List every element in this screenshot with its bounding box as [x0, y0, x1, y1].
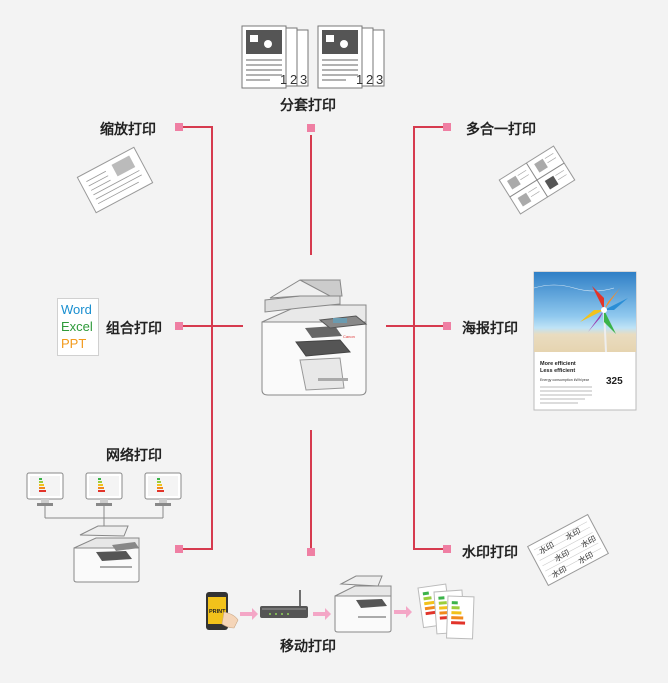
connector-right-bracket — [413, 126, 447, 550]
computer-2-icon — [85, 472, 123, 506]
label-watermark: 水印打印 — [462, 545, 518, 561]
node-nup — [443, 123, 451, 131]
collate-page-2: 2 — [290, 72, 297, 87]
printed-pages-icon — [417, 583, 475, 640]
network-print-icon — [26, 472, 182, 583]
router-icon — [260, 590, 308, 618]
label-collate: 分套打印 — [280, 98, 336, 114]
mobile-printer-icon — [334, 575, 392, 633]
network-printer-icon — [73, 525, 140, 583]
node-bottom — [307, 548, 315, 556]
office-apps-icon: Word Excel PPT — [57, 298, 99, 356]
label-mobile: 移动打印 — [280, 639, 336, 655]
node-poster — [443, 322, 451, 330]
label-nup: 多合一打印 — [466, 122, 536, 138]
phone-icon: PRINT — [206, 592, 239, 630]
poster-subtitle: Energy consumption kWh/year — [540, 378, 590, 382]
collate-set-1: 1 2 3 — [241, 25, 309, 89]
svg-text:Canon: Canon — [343, 334, 355, 339]
label-poster: 海报打印 — [462, 321, 518, 337]
connector-left-bracket — [180, 126, 213, 550]
app-excel: Excel — [61, 319, 93, 334]
node-watermark — [443, 545, 451, 553]
collate-set-2: 1 2 3 — [317, 25, 385, 89]
label-network: 网络打印 — [106, 448, 162, 464]
arrow-3 — [394, 606, 412, 618]
collate-page-1: 1 — [280, 72, 287, 87]
computer-3-icon — [144, 472, 182, 506]
nup-paper-icon — [498, 145, 576, 215]
poster-value: 325 — [606, 376, 623, 387]
collate-page-3: 3 — [300, 72, 307, 87]
computer-1-icon — [26, 472, 64, 506]
connector-lines — [180, 126, 447, 552]
arrow-1 — [240, 608, 258, 620]
collate-icon: 1 2 3 1 2 3 — [241, 25, 385, 89]
app-word: Word — [61, 302, 92, 317]
poster-headline-2: Less efficient — [540, 368, 575, 374]
phone-screen-text: PRINT — [209, 609, 226, 615]
mobile-print-flow: PRINT — [206, 575, 475, 640]
node-combine — [175, 322, 183, 330]
node-top — [307, 124, 315, 132]
label-reduce: 缩放打印 — [100, 122, 156, 138]
connector-nodes — [175, 123, 451, 556]
watermark-paper-icon: 水印 水印 水印 水印 水印 水印 — [526, 513, 610, 587]
arrow-2 — [313, 608, 331, 620]
node-reduce — [175, 123, 183, 131]
app-ppt: PPT — [61, 336, 87, 351]
poster-headline-1: More efficient — [540, 361, 576, 367]
network-links — [44, 506, 164, 526]
collate-page-2b: 2 — [366, 72, 373, 87]
collate-page-1b: 1 — [356, 72, 363, 87]
central-printer-icon: Canon — [261, 279, 368, 396]
label-combine: 组合打印 — [106, 321, 162, 337]
collate-page-3b: 3 — [376, 72, 383, 87]
poster-icon: More efficient Less efficient Energy con… — [533, 271, 637, 411]
pinwheel — [580, 286, 628, 334]
node-network — [175, 545, 183, 553]
reduce-paper-icon — [76, 146, 154, 214]
